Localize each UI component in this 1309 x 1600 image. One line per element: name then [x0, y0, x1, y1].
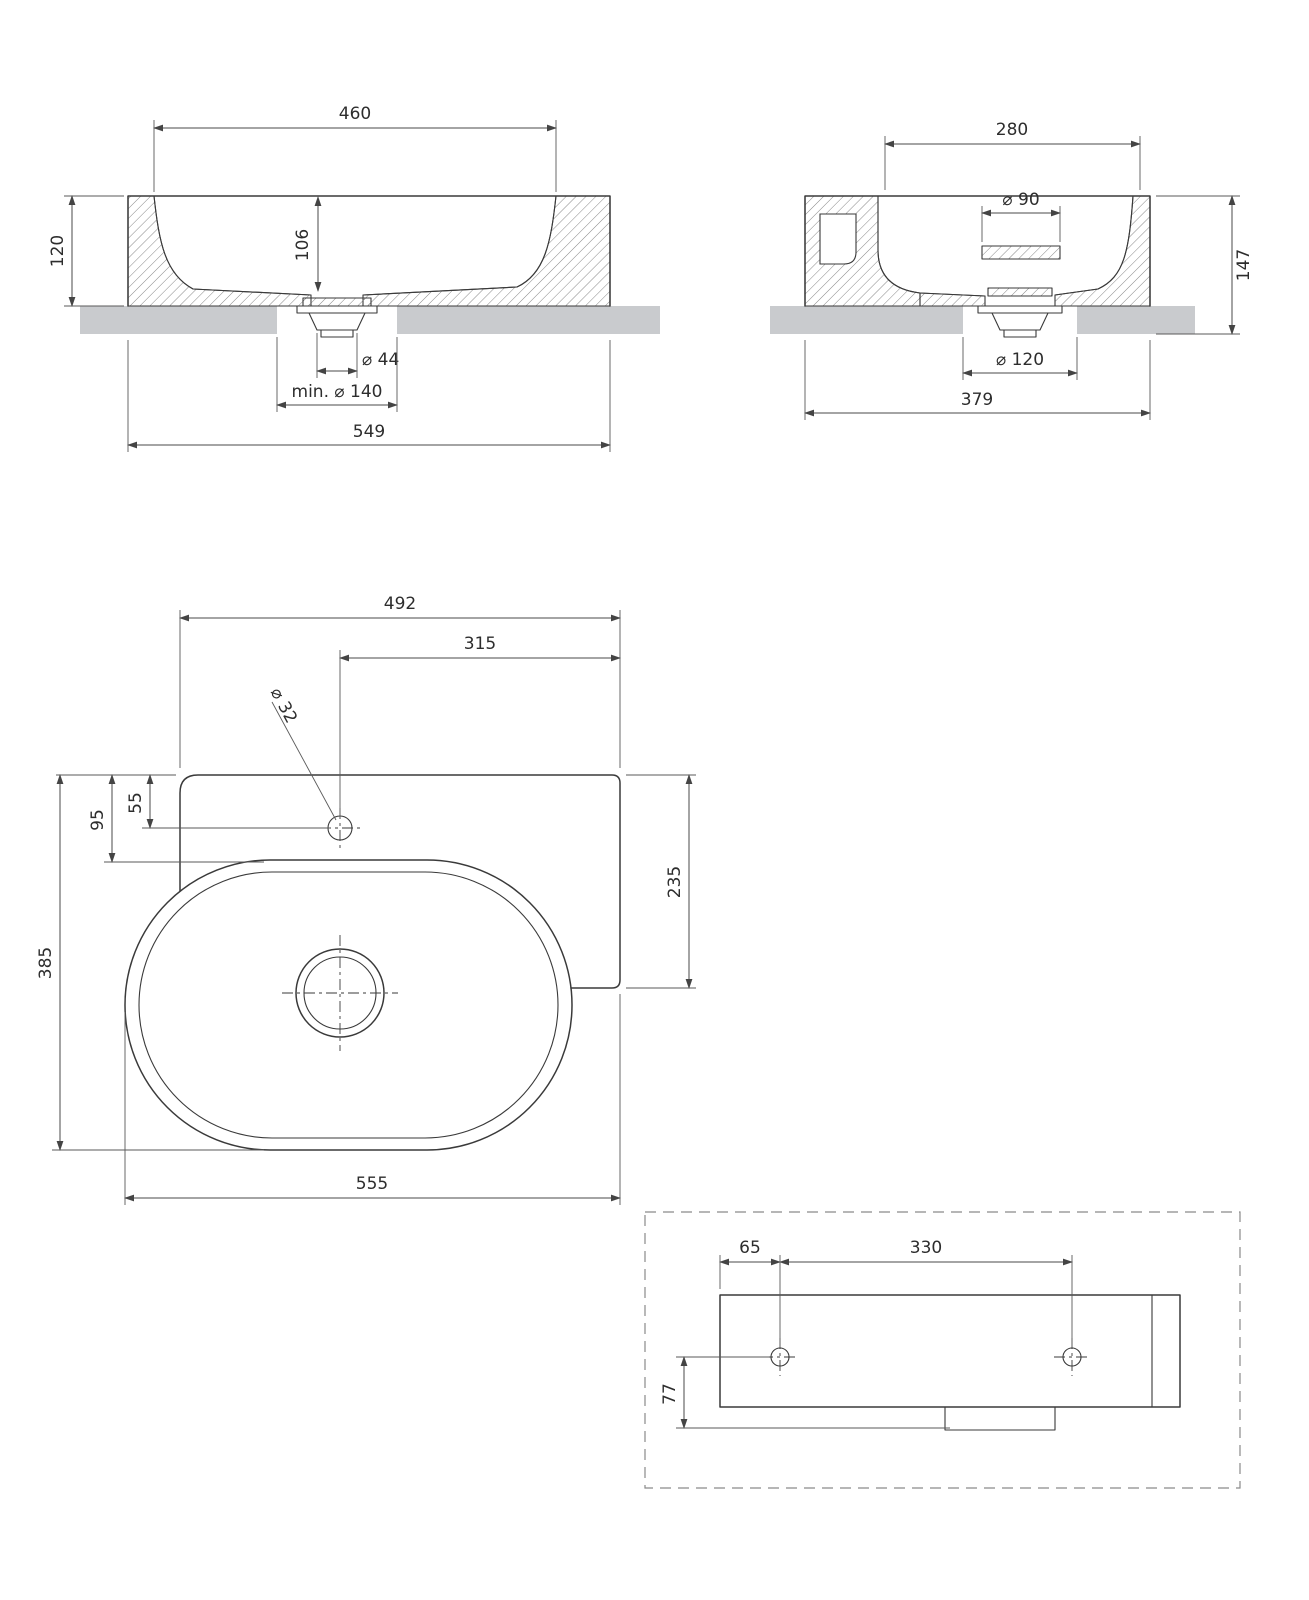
dim-text-side-hole-diameter: ⌀ 120	[996, 350, 1044, 370]
dim-plan-tap-hole-diameter: ⌀ 32	[266, 684, 301, 726]
dim-plan-shelf-depth: 235	[626, 774, 696, 989]
dim-front-min-hole: min. ⌀ 140	[276, 337, 398, 412]
side-drain-nut	[1003, 329, 1037, 338]
basin-outer-profile	[127, 195, 611, 307]
dim-front-drain-diameter: ⌀ 44	[316, 333, 399, 378]
basin-inner-bowl	[153, 195, 557, 296]
dim-plan-overall-depth: 385	[36, 774, 264, 1151]
dim-plan-deck-width: 492	[179, 594, 621, 768]
dim-text-plan-tap-hole-diameter: ⌀ 32	[266, 684, 301, 726]
bowl-inner-rim	[138, 871, 559, 1139]
dim-text-plan-shelf-depth: 235	[665, 866, 685, 898]
mounting-channel	[819, 213, 857, 265]
basin-right-wall-section	[362, 195, 611, 307]
dim-front-overall-width: 549	[127, 340, 611, 452]
side-section-view	[770, 195, 1195, 338]
dim-front-height: 120	[48, 195, 124, 307]
dim-side-height: 147	[1156, 195, 1254, 335]
front-dimensions: 460 120 106 ⌀ 44 min. ⌀ 140 549	[48, 104, 611, 452]
dim-text-plan-overall-depth: 385	[36, 947, 56, 979]
dim-side-overall-depth: 379	[804, 340, 1151, 420]
dim-plan-tap-offset: 315	[339, 634, 621, 818]
dim-text-side-inner-depth: 280	[996, 120, 1028, 140]
plan-view	[124, 701, 621, 1151]
dim-text-front-bowl-depth: 106	[293, 229, 313, 261]
dim-text-plan-deck-width: 492	[384, 594, 416, 614]
dim-text-side-overall-depth: 379	[961, 390, 993, 410]
basin-side-outer-profile	[804, 195, 1151, 307]
drain-centerlines	[282, 935, 398, 1051]
basin-front-wall-section	[1054, 195, 1151, 307]
deck-outline	[179, 774, 621, 989]
dim-side-inner-depth: 280	[884, 120, 1141, 190]
plan-dimensions: 492 315 ⌀ 32 55 95 385 235	[36, 594, 696, 1205]
bowl-outer-rim	[124, 859, 573, 1151]
dim-text-rear-hole-spacing: 330	[910, 1238, 942, 1258]
drain-strainer	[302, 297, 372, 307]
basin-side-inner-bowl	[877, 195, 1134, 297]
dim-text-front-overall-width: 549	[353, 422, 385, 442]
dim-text-plan-tap-from-edge: 55	[126, 792, 146, 814]
rear-view	[644, 1211, 1241, 1489]
dim-front-inner-width: 460	[153, 104, 557, 192]
dim-text-front-inner-width: 460	[339, 104, 371, 124]
dim-text-plan-bowl-from-edge: 95	[88, 809, 108, 831]
countertop-side-left	[770, 306, 963, 334]
dim-rear-hole-edge-offset: 65	[719, 1238, 781, 1347]
dim-text-side-overflow: ⌀ 90	[1002, 190, 1039, 210]
overflow-slot	[981, 245, 1061, 260]
dim-text-front-height: 120	[48, 235, 68, 267]
side-drain-strainer	[987, 287, 1053, 297]
dim-side-overflow: ⌀ 90	[981, 190, 1061, 242]
rear-body	[719, 1294, 1181, 1408]
countertop-side-right	[1077, 306, 1195, 334]
dim-rear-hole-spacing: 330	[779, 1238, 1073, 1347]
rear-dimensions: 65 330 77	[660, 1238, 1073, 1429]
dim-plan-bowl-from-edge: 95	[88, 774, 264, 863]
front-section-view	[80, 195, 660, 338]
drain-flange	[296, 305, 378, 314]
dim-text-rear-hole-bottom-offset: 77	[660, 1383, 680, 1405]
countertop-left	[80, 306, 277, 334]
dim-rear-hole-bottom-offset: 77	[660, 1356, 950, 1429]
dim-text-rear-hole-edge-offset: 65	[739, 1238, 761, 1258]
drain-hole-outer	[295, 948, 385, 1038]
dim-plan-overall-width: 555	[124, 994, 621, 1205]
dim-text-front-min-hole: min. ⌀ 140	[292, 382, 383, 402]
drain-tailpiece	[308, 312, 366, 331]
rear-drain-tab	[944, 1406, 1056, 1431]
dim-text-plan-tap-offset: 315	[464, 634, 496, 654]
dim-text-plan-overall-width: 555	[356, 1174, 388, 1194]
dim-front-bowl-depth: 106	[293, 196, 322, 292]
side-drain-tailpiece	[991, 312, 1049, 331]
dim-plan-tap-from-edge: 55	[56, 774, 330, 829]
dim-side-hole-diameter: ⌀ 120	[962, 337, 1078, 380]
countertop-right	[397, 306, 660, 334]
rear-view-frame	[644, 1211, 1241, 1489]
tap-hole-leader	[271, 701, 337, 821]
drain-nut	[320, 329, 354, 338]
basin-left-wall-section	[127, 195, 312, 307]
side-dimensions: 280 ⌀ 90 147 ⌀ 120 379	[804, 120, 1254, 420]
dim-text-front-drain-diameter: ⌀ 44	[362, 350, 399, 370]
dim-text-side-height: 147	[1234, 249, 1254, 281]
side-drain-flange	[977, 305, 1063, 314]
